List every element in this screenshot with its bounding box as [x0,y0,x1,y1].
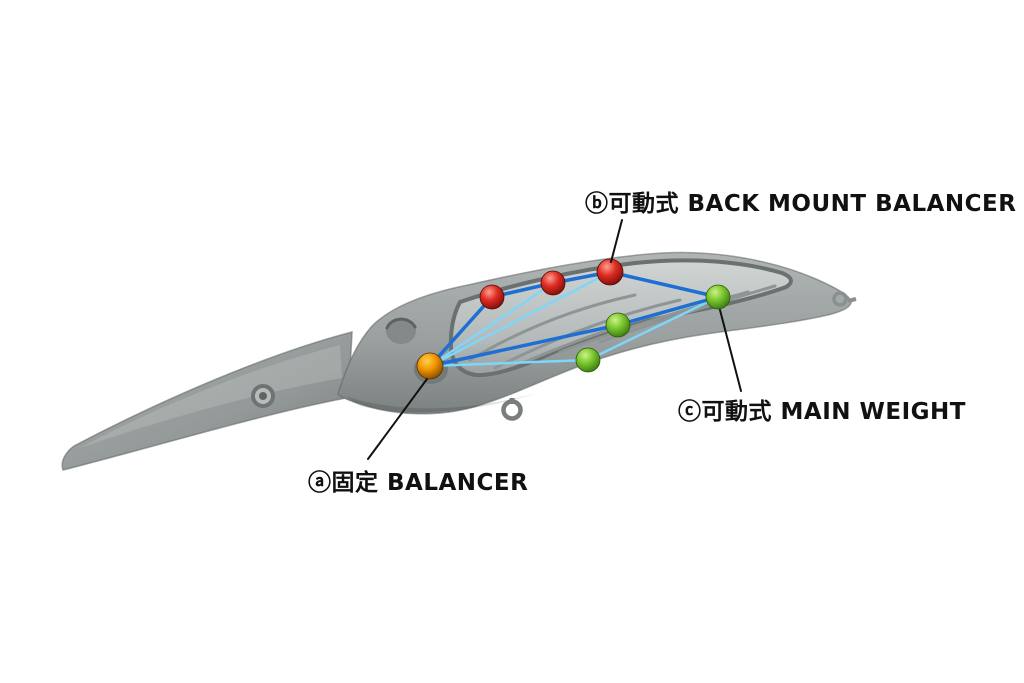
leader-line-fixed-balancer [367,378,428,460]
label-fixed-balancer: ⓐ固定 BALANCER [308,469,528,496]
balancer-balls [416,258,731,380]
fixed-balancer-ball [416,352,444,380]
belly-hook-hanger-ring [501,399,523,421]
back-mount-balancer-balls [479,258,624,310]
back-mount-ball-2 [540,270,566,296]
leader-line-main-weight [719,309,742,392]
diving-lip-highlight [80,345,342,448]
main-weight-balls [575,284,731,373]
belly-shading [345,392,540,413]
weight-path-lines [428,270,720,368]
main-weight-ball-3 [705,284,731,310]
back-mount-ball-1 [479,284,505,310]
main-weight-ball-1 [575,347,601,373]
leader-line-back-mount [610,219,623,263]
tail-eyelet-stem [847,297,857,303]
head-cavity-hole [386,318,416,344]
weight-path-light-lines [428,270,720,368]
label-back-mount-balancer: ⓑ可動式 BACK MOUNT BALANCER [585,190,1016,217]
head-cavity-shadow [385,317,417,330]
diving-lip [61,331,353,471]
main-weight-ball-2 [605,312,631,338]
line-tie-hole [259,392,267,400]
tail-eyelet-ring [832,291,848,307]
label-main-weight: ⓒ可動式 MAIN WEIGHT [678,398,966,425]
weight-path-dark-lines [428,270,720,368]
hardware-rings [501,291,857,421]
diagram-labels: ⓑ可動式 BACK MOUNT BALANCER ⓒ可動式 MAIN WEIGH… [308,190,1016,496]
back-mount-ball-3 [596,258,624,286]
leader-lines [367,219,742,460]
